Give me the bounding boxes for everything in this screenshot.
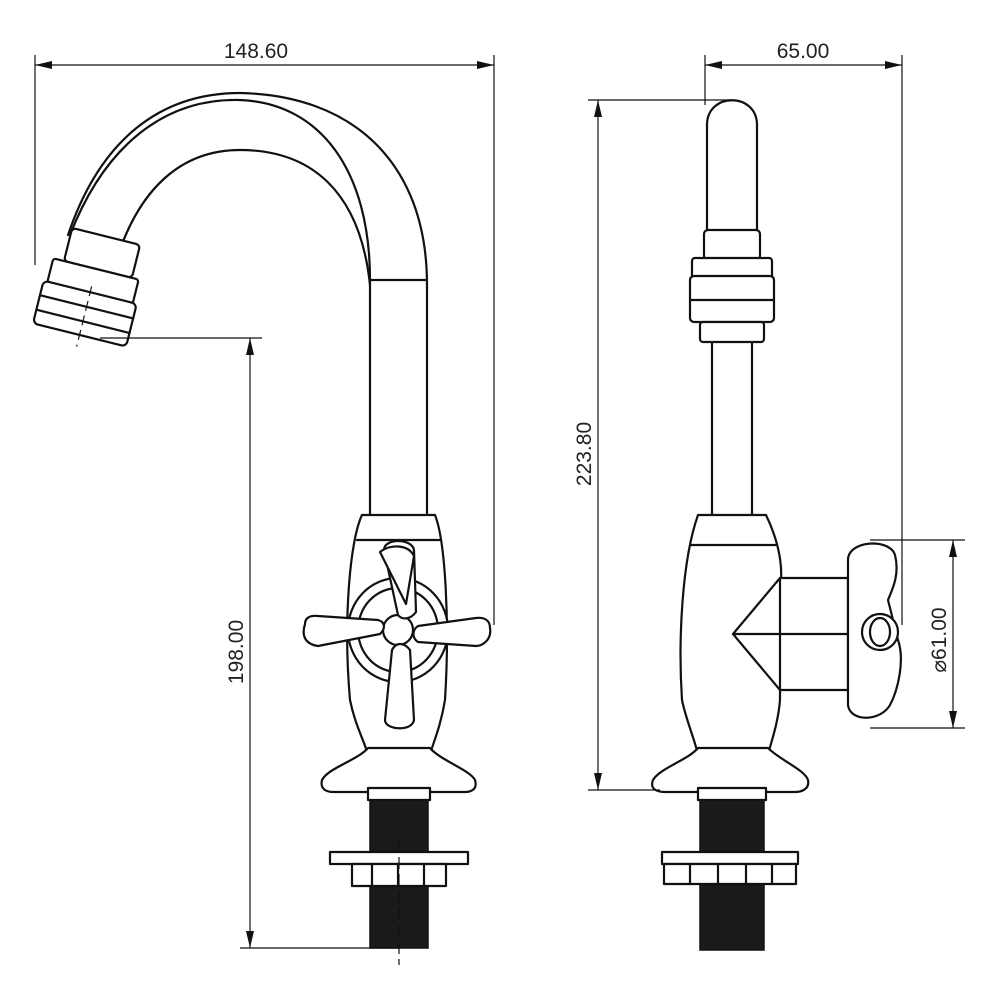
front-base: [320, 746, 477, 802]
dimension-side-width: 65.00: [704, 40, 903, 625]
side-width-label: 65.00: [777, 40, 830, 63]
side-cross-handle: [846, 542, 902, 719]
side-base: [651, 746, 810, 951]
side-valve-body: [679, 513, 850, 757]
front-cross-handle: [302, 539, 492, 730]
front-height-label: 198.00: [225, 620, 248, 684]
side-view: [651, 99, 902, 951]
dimension-handle-diameter: ⌀61.00: [870, 539, 965, 729]
handle-diameter-label: ⌀61.00: [928, 607, 951, 672]
side-height-label: 223.80: [573, 422, 596, 486]
front-view: [32, 91, 492, 965]
front-spout: [66, 91, 429, 517]
side-spout: [688, 99, 776, 517]
front-width-label: 148.60: [224, 40, 288, 63]
dimension-side-height: 223.80: [573, 99, 730, 791]
dimension-front-width: 148.60: [34, 40, 495, 625]
dimension-front-height: 198.00: [100, 337, 398, 949]
front-threaded-shank: [328, 799, 470, 965]
front-aerator: [32, 227, 141, 347]
